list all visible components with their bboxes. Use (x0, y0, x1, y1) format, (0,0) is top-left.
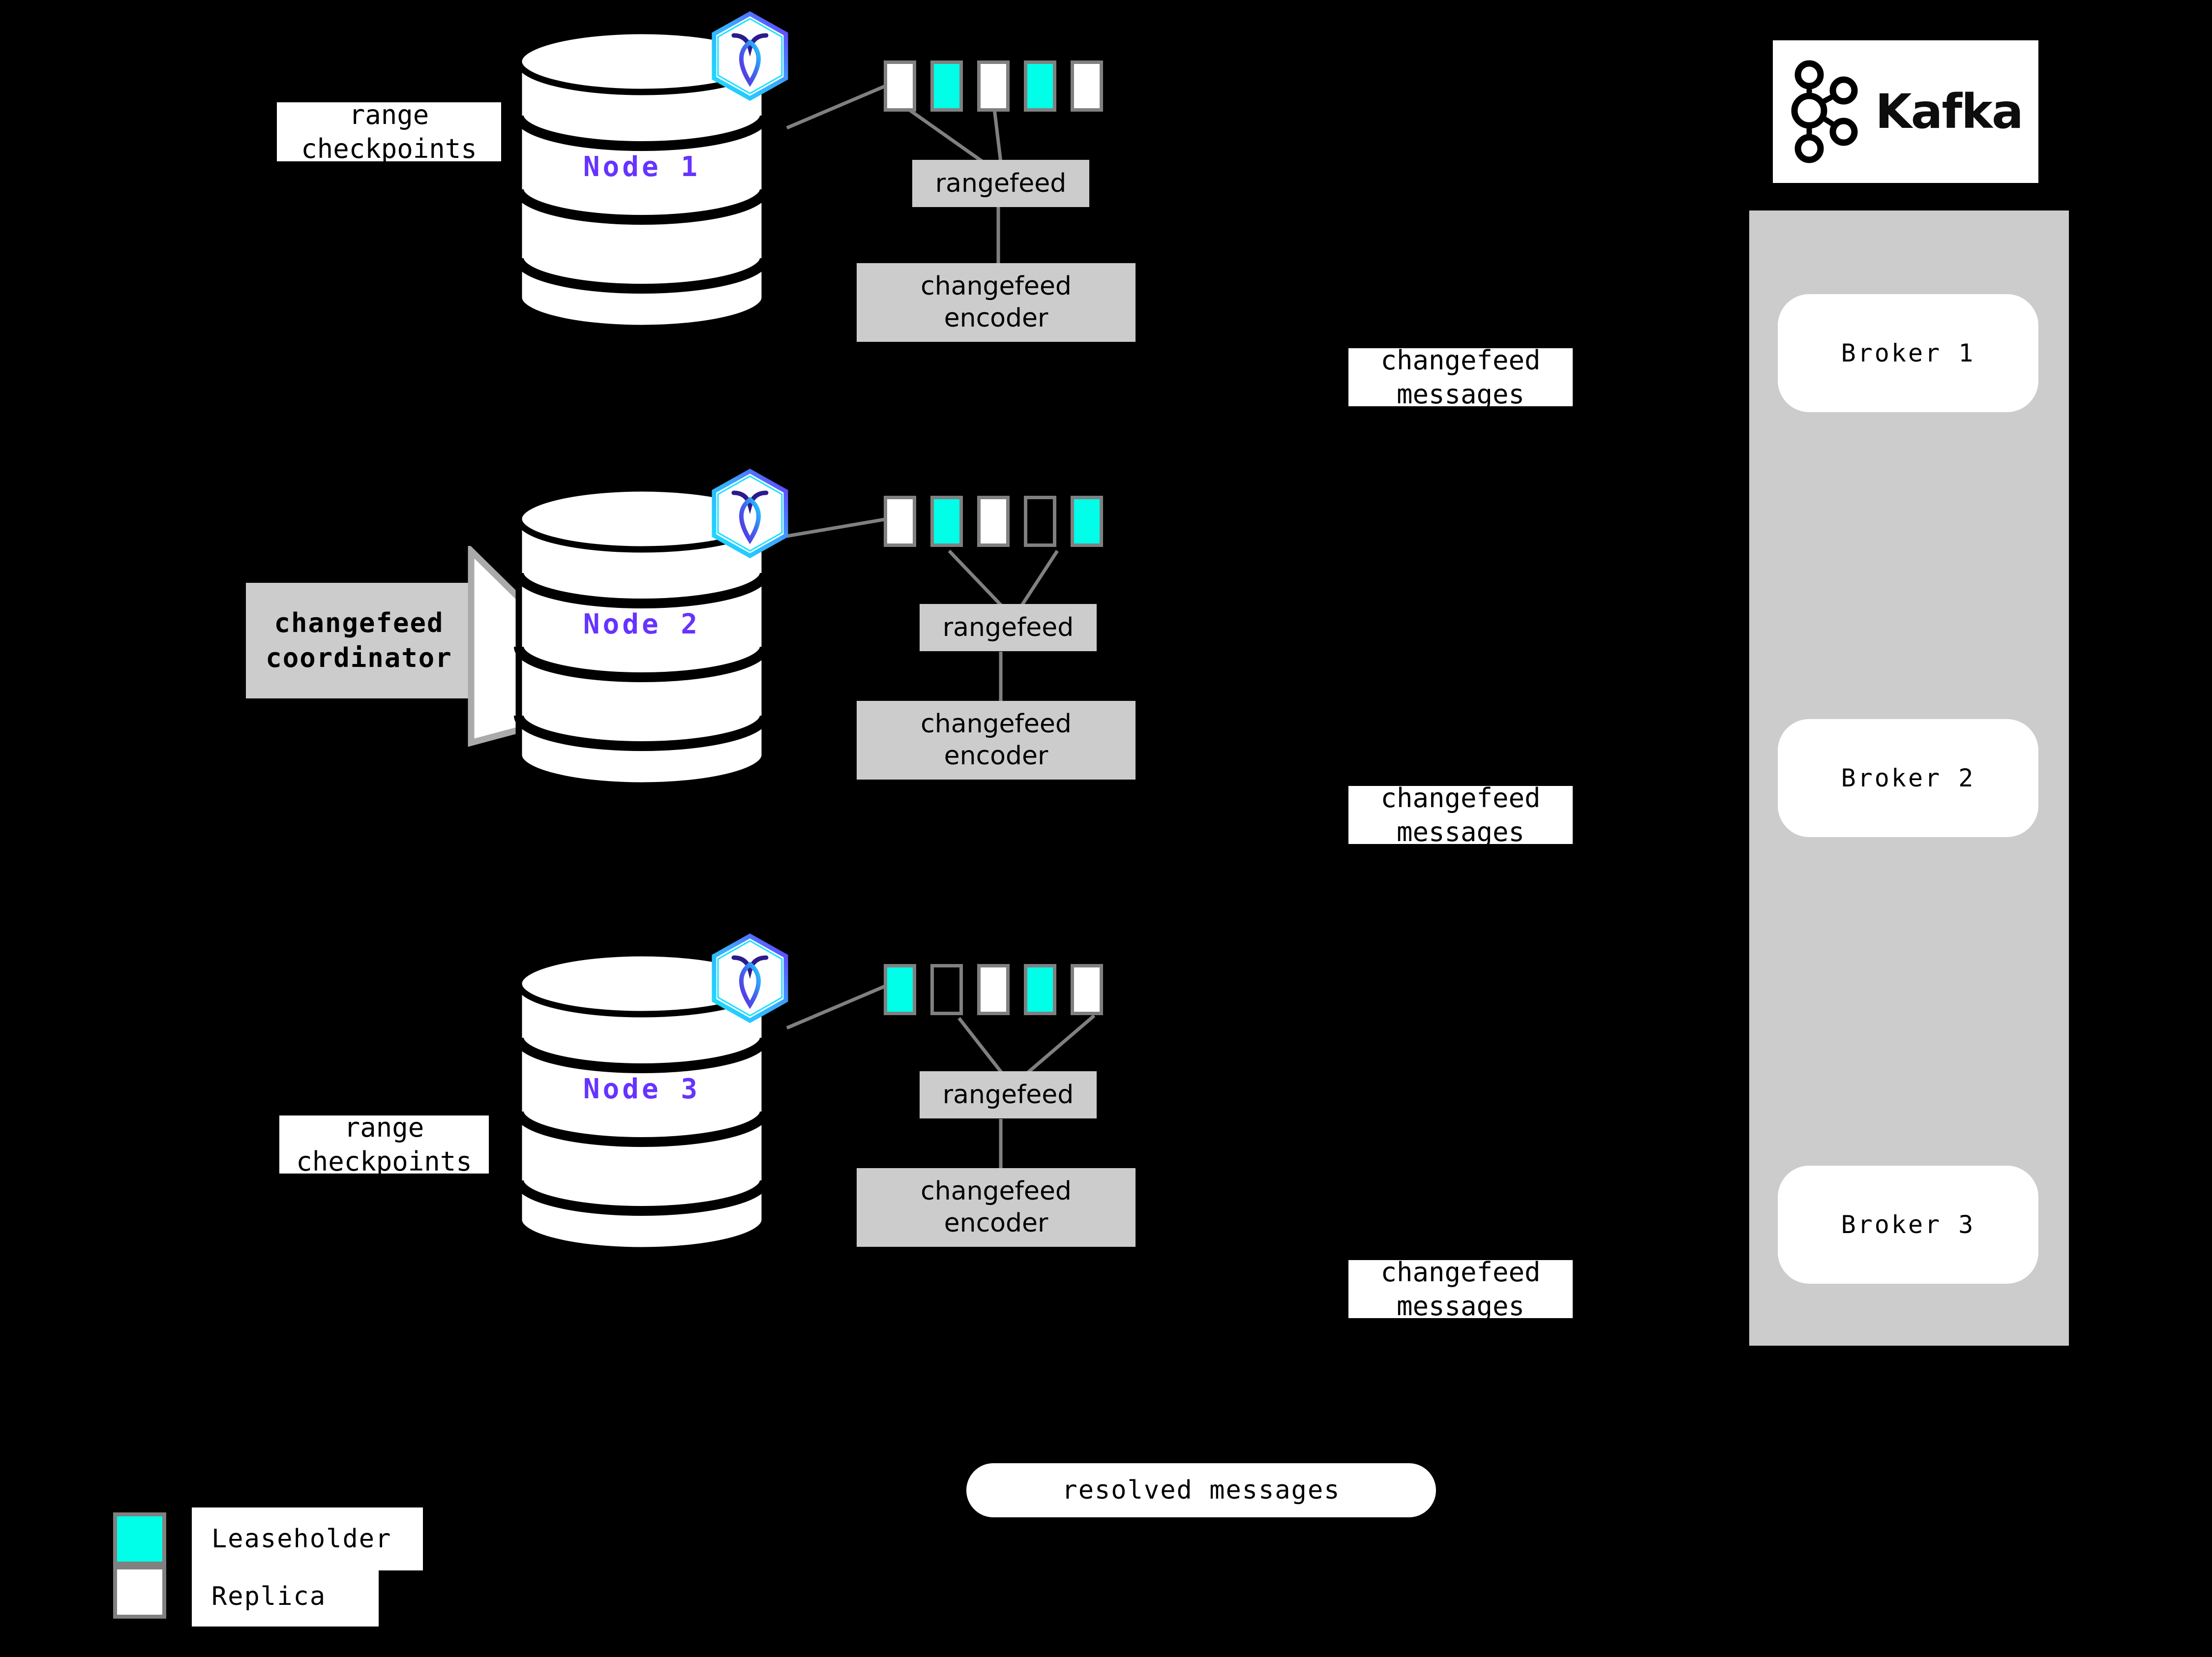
changefeed-messages-line1: changefeed (1380, 782, 1541, 813)
range-cell-empty[interactable] (930, 964, 963, 1015)
range-cell-replica[interactable] (1071, 60, 1103, 112)
node-3-changefeed-encoder-box[interactable]: changefeed encoder (857, 1168, 1136, 1247)
range-checkpoints-line2: checkpoints (296, 1146, 472, 1177)
range-cell-replica[interactable] (977, 964, 1010, 1015)
node-3-label: Node 3 (583, 1073, 701, 1105)
broker-3[interactable]: Broker 3 (1778, 1166, 2038, 1284)
legend-label-replica: Replica (192, 1567, 379, 1627)
changefeed-messages-line2: messages (1396, 1291, 1525, 1322)
changefeed-messages-line2: messages (1396, 379, 1525, 410)
changefeed-messages-label-1: changefeed messages (1348, 345, 1573, 410)
range-cell-replica[interactable] (884, 496, 916, 547)
range-cell-replica[interactable] (884, 60, 916, 112)
broker-1[interactable]: Broker 1 (1778, 294, 2038, 412)
cockroachdb-hexagon-icon (708, 467, 792, 561)
rangefeed-label: rangefeed (935, 168, 1067, 198)
range-cell-leaseholder[interactable] (930, 60, 963, 112)
range-checkpoints-label-1: range checkpoints (277, 102, 501, 161)
cockroachdb-hexagon-icon (708, 10, 792, 103)
broker-label: Broker 1 (1841, 339, 1975, 367)
encoder-line2: encoder (944, 1208, 1048, 1238)
changefeed-messages-line1: changefeed (1380, 1256, 1541, 1288)
range-checkpoints-line1: range (344, 1112, 424, 1143)
node-2-rangefeed-box[interactable]: rangefeed (920, 604, 1097, 651)
rangefeed-label: rangefeed (942, 1080, 1074, 1110)
legend-label-leaseholder: Leaseholder (192, 1507, 423, 1570)
encoder-line2: encoder (944, 303, 1048, 333)
kafka-wordmark: Kafka (1875, 84, 2024, 139)
range-cell-replica[interactable] (1071, 964, 1103, 1015)
node-1-changefeed-encoder-box[interactable]: changefeed encoder (857, 263, 1136, 342)
legend-swatch-leaseholder (113, 1512, 166, 1566)
cockroachdb-hexagon-icon (708, 932, 792, 1025)
node-cylinder-icon (514, 485, 770, 789)
range-checkpoints-line1: range (349, 102, 429, 130)
node-2-label: Node 2 (583, 608, 701, 640)
node-1-rangefeed-box[interactable]: rangefeed (912, 160, 1089, 207)
changefeed-messages-line1: changefeed (1380, 344, 1541, 376)
range-checkpoints-line2: checkpoints (301, 133, 477, 161)
changefeed-messages-label-3: changefeed messages (1348, 1257, 1573, 1322)
range-cell-leaseholder[interactable] (1071, 496, 1103, 547)
range-cell-replica[interactable] (977, 496, 1010, 547)
kafka-logo-box: Kafka (1773, 40, 2038, 183)
range-cell-leaseholder[interactable] (930, 496, 963, 547)
node-1-range-row (884, 60, 1117, 112)
broker-label: Broker 3 (1841, 1210, 1975, 1239)
broker-label: Broker 2 (1841, 764, 1975, 792)
range-cell-replica[interactable] (977, 60, 1010, 112)
changefeed-coordinator-box[interactable]: changefeed coordinator (246, 583, 472, 698)
node-cylinder-icon (514, 28, 770, 331)
rangefeed-label: rangefeed (942, 612, 1074, 642)
range-cell-leaseholder[interactable] (1024, 964, 1056, 1015)
node-2[interactable]: Node 2 (514, 484, 770, 789)
encoder-line1: changefeed (921, 1176, 1072, 1206)
node-3[interactable]: Node 3 (514, 949, 770, 1254)
node-1[interactable]: Node 1 (514, 27, 770, 332)
changefeed-messages-label-2: changefeed messages (1348, 783, 1573, 847)
range-cell-leaseholder[interactable] (1024, 60, 1056, 112)
range-checkpoints-label-2: range checkpoints (279, 1112, 489, 1177)
legend-swatch-replica (113, 1566, 166, 1619)
node-3-rangefeed-box[interactable]: rangefeed (920, 1071, 1097, 1118)
encoder-line1: changefeed (921, 271, 1072, 301)
node-cylinder-icon (514, 950, 770, 1254)
range-cell-empty[interactable] (1024, 496, 1056, 547)
coordinator-line1: changefeed (274, 607, 444, 639)
kafka-node-graph-icon (1791, 60, 1858, 163)
node-2-changefeed-encoder-box[interactable]: changefeed encoder (857, 701, 1136, 780)
node-3-range-row (884, 964, 1117, 1015)
resolved-messages-label: resolved messages (1062, 1476, 1341, 1505)
resolved-messages-pill: resolved messages (966, 1463, 1436, 1517)
broker-2[interactable]: Broker 2 (1778, 719, 2038, 837)
range-cell-leaseholder[interactable] (884, 964, 916, 1015)
encoder-line1: changefeed (921, 709, 1072, 739)
node-1-label: Node 1 (583, 151, 701, 183)
coordinator-line2: coordinator (266, 642, 452, 673)
legend: Leaseholder Replica (113, 1507, 556, 1630)
changefeed-messages-line2: messages (1396, 816, 1525, 847)
node-2-range-row (884, 496, 1117, 547)
encoder-line2: encoder (944, 741, 1048, 771)
